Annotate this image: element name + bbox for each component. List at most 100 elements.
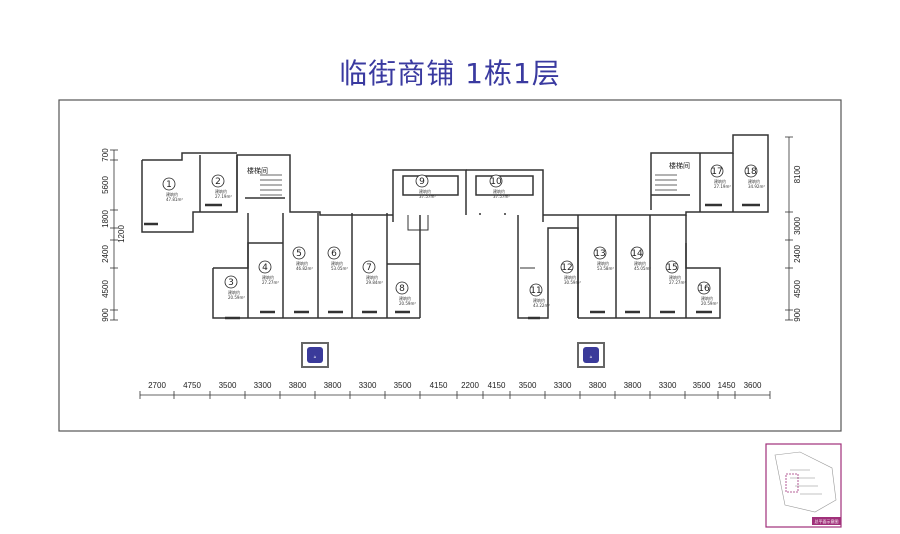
- bottom-dim-label: 3800: [324, 381, 342, 390]
- unit-number-circle: [292, 246, 306, 260]
- bottom-dim-label: 3300: [659, 381, 677, 390]
- bottom-dim-label: 3500: [394, 381, 412, 390]
- bottom-dim-label: 3600: [744, 381, 762, 390]
- unit-area-label: 建筑约: [714, 178, 726, 184]
- bottom-dim-label: 4150: [488, 381, 506, 390]
- unit-number: 16: [698, 284, 710, 294]
- unit-area-value: 27.19m²: [215, 194, 232, 199]
- unit-number-circle: [489, 174, 503, 188]
- unit-area-label: 建筑约: [533, 297, 545, 303]
- left-building: [141, 152, 421, 320]
- unit-area-label: 建筑约: [564, 274, 576, 280]
- right-dim-label: 3000: [793, 217, 802, 235]
- bottom-dim-label: 3300: [359, 381, 377, 390]
- bottom-dim-label: 3800: [589, 381, 607, 390]
- stair-label-right: 楼梯间: [669, 161, 690, 170]
- unit-number: 4: [262, 263, 268, 273]
- unit-area-value: 43.22m²: [533, 303, 550, 308]
- unit-area-label: 建筑约: [748, 178, 760, 184]
- unit-area-value: 37.57m²: [493, 194, 510, 199]
- unit-number-circle: [211, 174, 225, 188]
- unit-labels: 1建筑约47.81m²2建筑约27.19m²3建筑约20.59m²4建筑约27.…: [162, 164, 765, 308]
- bottom-dim-label: 2700: [148, 381, 166, 390]
- bottom-dim-label: 3500: [519, 381, 537, 390]
- unit-number-circle: [710, 164, 724, 178]
- unit-area-value: 45.05m²: [634, 266, 651, 271]
- unit-area-value: 34.92m²: [748, 184, 765, 189]
- lift-badge-right: ⌂: [577, 342, 605, 368]
- unit-area-value: 37.57m²: [419, 194, 436, 199]
- unit-area-label: 建筑约: [296, 260, 308, 266]
- center-building: [392, 169, 544, 231]
- bottom-dim-label: 4150: [430, 381, 448, 390]
- left-dim-label: 5600: [101, 176, 110, 194]
- unit-number-circle: [395, 281, 409, 295]
- bottom-dim-label: 4750: [183, 381, 201, 390]
- key-plan: 总平面示意图: [765, 443, 842, 528]
- bottom-dim-label: 2200: [461, 381, 479, 390]
- unit-area-label: 建筑约: [701, 295, 713, 301]
- plan-frame: [58, 99, 842, 432]
- unit-number: 9: [419, 177, 425, 187]
- unit-area-value: 27.27m²: [669, 280, 686, 285]
- bottom-dim-label: 3500: [693, 381, 711, 390]
- unit-area-value: 20.59m²: [701, 301, 718, 306]
- unit-area-value: 47.81m²: [166, 197, 183, 202]
- bottom-dimension: 2700 4750 3500 3300 3800 3800 3300 3500 4150 2200…: [139, 381, 771, 399]
- lift-badge-left: ⌂: [301, 342, 329, 368]
- unit-area-value: 27.27m²: [262, 280, 279, 285]
- unit-number: 11: [530, 286, 541, 296]
- unit-number-circle: [560, 260, 574, 274]
- unit-number-circle: [593, 246, 607, 260]
- unit-number: 12: [561, 263, 572, 273]
- unit-number: 6: [331, 249, 337, 259]
- right-building: [517, 134, 769, 320]
- unit-area-label: 建筑约: [493, 188, 505, 194]
- unit-area-value: 20.59m²: [228, 295, 245, 300]
- unit-number: 7: [366, 263, 372, 273]
- bottom-dim-label: 1450: [718, 381, 736, 390]
- unit-number-circle: [258, 260, 272, 274]
- unit-area-label: 建筑约: [669, 274, 681, 280]
- unit-number-circle: [224, 275, 238, 289]
- keyplan-label: 总平面示意图: [815, 518, 839, 524]
- unit-area-value: 30.59m²: [564, 280, 581, 285]
- unit-area-label: 建筑约: [215, 188, 227, 194]
- svg-text:⌂: ⌂: [314, 354, 317, 359]
- unit-number-circle: [162, 177, 176, 191]
- unit-number-circle: [415, 174, 429, 188]
- unit-number: 17: [711, 167, 722, 177]
- bottom-dim-label: 3800: [624, 381, 642, 390]
- unit-area-value: 53.05m²: [331, 266, 348, 271]
- left-dim-label: 900: [101, 308, 110, 322]
- unit-number-circle: [744, 164, 758, 178]
- unit-number: 14: [631, 249, 643, 259]
- unit-area-value: 27.19m²: [714, 184, 731, 189]
- unit-number-circle: [327, 246, 341, 260]
- unit-area-value: 20.59m²: [399, 301, 416, 306]
- stair-label-left: 楼梯间: [247, 166, 268, 175]
- unit-area-label: 建筑约: [331, 260, 343, 266]
- unit-number: 15: [666, 263, 677, 273]
- unit-area-label: 建筑约: [399, 295, 411, 301]
- bottom-dim-label: 3300: [554, 381, 572, 390]
